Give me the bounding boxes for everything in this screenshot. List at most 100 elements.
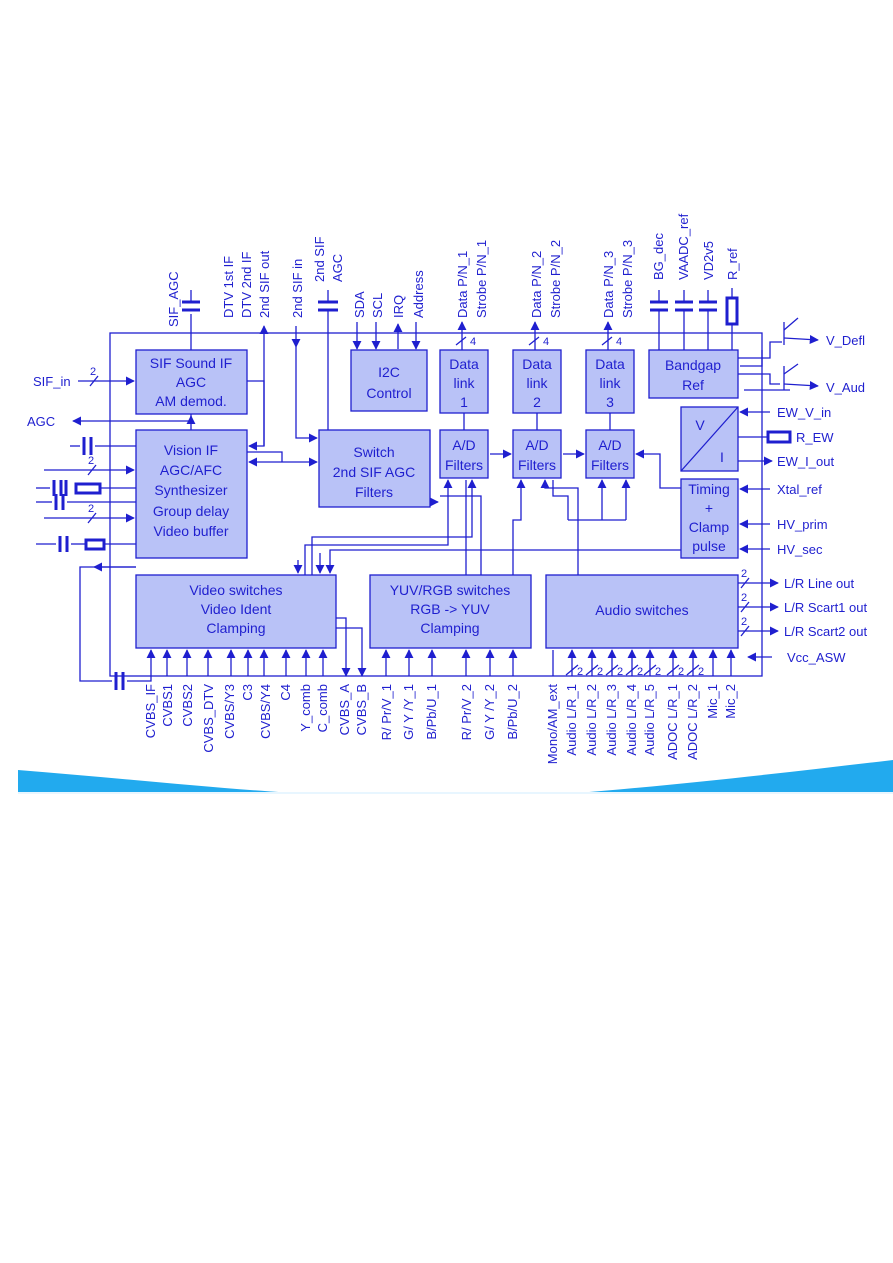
switch-line-3: Filters — [355, 484, 393, 500]
sif-block-line-2: AGC — [176, 374, 206, 390]
bottom-arrows: 2 2 2 2 2 2 2 — [162, 649, 736, 678]
pin-agc-left: AGC — [27, 414, 55, 429]
pin-b-pb-u-1: B/Pb/U_1 — [424, 684, 439, 740]
video-line-1: Video switches — [189, 582, 282, 598]
dl3-line-2: link — [599, 375, 621, 391]
ad3-line-1: A/D — [598, 437, 621, 453]
i2c-block-line-2: Control — [366, 385, 411, 401]
bus-2-sif-in: 2 — [90, 366, 96, 378]
pin-b-pb-u-2: B/Pb/U_2 — [505, 684, 520, 740]
pin-audio-lr-2: Audio L/R_2 — [584, 684, 599, 756]
switch-line-1: Switch — [353, 444, 394, 460]
bandgap-line-2: Ref — [682, 377, 704, 393]
pin-address: Address — [411, 270, 426, 318]
pin-v-aud: V_Aud — [826, 380, 865, 395]
bus-4-dl2: 4 — [543, 336, 549, 348]
pin-c4: C4 — [278, 684, 293, 701]
pin-2nd-sif-in: 2nd SIF in — [290, 259, 305, 318]
bus-2-audio-3: 2 — [617, 666, 623, 678]
dl1-line-2: link — [453, 375, 475, 391]
pin-cvbs-dtv: CVBS_DTV — [201, 684, 216, 753]
dl2-line-1: Data — [522, 356, 552, 372]
bottom-pin-labels: CVBS_IF CVBS1 CVBS2 CVBS_DTV CVBS/Y3 C3 … — [143, 684, 738, 765]
bus-2-vision-1: 2 — [88, 455, 94, 467]
pin-lr-scart1-out: L/R Scart1 out — [784, 600, 867, 615]
left-side: SIF_in 2 AGC 2 2 — [27, 366, 192, 690]
dl1-line-3: 1 — [460, 394, 468, 410]
v-to-i-block: V I — [680, 406, 739, 472]
sif-block-line-3: AM demod. — [155, 393, 227, 409]
timing-line-4: pulse — [692, 538, 726, 554]
dl3-line-1: Data — [595, 356, 625, 372]
ad1-line-1: A/D — [452, 437, 475, 453]
pin-cvbs2: CVBS2 — [180, 684, 195, 727]
pin-vaadc-ref: VAADC_ref — [676, 213, 691, 280]
bus-2-adoc-1: 2 — [678, 666, 684, 678]
pin-xtal-ref: Xtal_ref — [777, 482, 822, 497]
pin-hv-sec: HV_sec — [777, 542, 823, 557]
timing-line-1: Timing — [688, 481, 730, 497]
pin-strobe-pn-2: Strobe P/N_2 — [548, 240, 563, 318]
ad-filters-3-block: A/D Filters — [585, 429, 635, 479]
pin-cvbs-y3: CVBS/Y3 — [222, 684, 237, 739]
i2c-control-block: I2C Control — [350, 349, 428, 412]
bus-2-vision-2: 2 — [88, 503, 94, 515]
data-link-2-block: Data link 2 — [512, 349, 562, 414]
pin-r-ew: R_EW — [796, 430, 834, 445]
dl2-line-2: link — [526, 375, 548, 391]
pin-dtv-1st-if: DTV 1st IF — [221, 256, 236, 318]
switch-line-2: 2nd SIF AGC — [333, 464, 415, 480]
bus-4-dl1: 4 — [470, 336, 476, 348]
bus-4-dl3: 4 — [616, 336, 622, 348]
video-line-3: Clamping — [206, 620, 265, 636]
pin-cvbs-y4: CVBS/Y4 — [258, 684, 273, 739]
pin-sif-in: SIF_in — [33, 374, 71, 389]
timing-line-3: Clamp — [689, 519, 730, 535]
timing-line-2: + — [705, 500, 713, 516]
dl1-line-1: Data — [449, 356, 479, 372]
data-link-1-block: Data link 1 — [439, 349, 489, 414]
vi-v-label: V — [695, 417, 705, 433]
pin-adoc-lr-1: ADOC L/R_1 — [665, 684, 680, 760]
pin-dtv-2nd-if: DTV 2nd IF — [239, 251, 254, 318]
sif-block-line-1: SIF Sound IF — [150, 355, 232, 371]
pin-r-pr-v-1: R/ Pr/V_1 — [379, 684, 394, 740]
yuv-line-2: RGB -> YUV — [410, 601, 490, 617]
ad3-line-2: Filters — [591, 457, 629, 473]
ad2-line-1: A/D — [525, 437, 548, 453]
vision-block-line-1: Vision IF — [164, 442, 218, 458]
ad1-line-2: Filters — [445, 457, 483, 473]
pin-mono-am-ext: Mono/AM_ext — [545, 684, 560, 765]
pin-strobe-pn-1: Strobe P/N_1 — [474, 240, 489, 318]
pin-lr-scart2-out: L/R Scart2 out — [784, 624, 867, 639]
video-switches-block: Video switches Video Ident Clamping — [135, 574, 337, 649]
vision-block-line-3: Synthesizer — [154, 482, 227, 498]
pin-adoc-lr-2: ADOC L/R_2 — [685, 684, 700, 760]
sif-sound-if-block: SIF Sound IF AGC AM demod. — [135, 349, 248, 415]
video-line-2: Video Ident — [201, 601, 272, 617]
footer-swoosh — [18, 760, 893, 794]
pin-g-y-y-2: G/ Y /Y_2 — [482, 684, 497, 740]
pin-agc-top: AGC — [330, 254, 345, 282]
pin-data-pn-3: Data P/N_3 — [601, 251, 616, 318]
bus-2-audio-5: 2 — [655, 666, 661, 678]
ad2-line-2: Filters — [518, 457, 556, 473]
pin-mic-2: Mic_2 — [723, 684, 738, 719]
yuv-line-3: Clamping — [420, 620, 479, 636]
audio-switches-block: Audio switches — [545, 574, 739, 649]
chip-outline — [109, 332, 763, 677]
i2c-block-line-1: I2C — [378, 364, 400, 380]
pin-data-pn-2: Data P/N_2 — [529, 251, 544, 318]
right-side: V_Defl V_Aud EW_V_in R_EW EW_I_out Xtal_… — [738, 317, 867, 665]
top-wiring: 4 4 4 — [182, 288, 739, 446]
pin-ew-i-out: EW_I_out — [777, 454, 834, 469]
ad-filters-2-block: A/D Filters — [512, 429, 562, 479]
pin-g-y-y-1: G/ Y /Y_1 — [401, 684, 416, 740]
pin-data-pn-1: Data P/N_1 — [455, 251, 470, 318]
vision-if-block: Vision IF AGC/AFC Synthesizer Group dela… — [135, 429, 248, 559]
pin-v-defl: V_Defl — [826, 333, 865, 348]
pin-2nd-sif-out: 2nd SIF out — [257, 250, 272, 318]
pin-lr-line-out: L/R Line out — [784, 576, 854, 591]
data-link-3-block: Data link 3 — [585, 349, 635, 414]
bus-2-scart1: 2 — [741, 592, 747, 604]
